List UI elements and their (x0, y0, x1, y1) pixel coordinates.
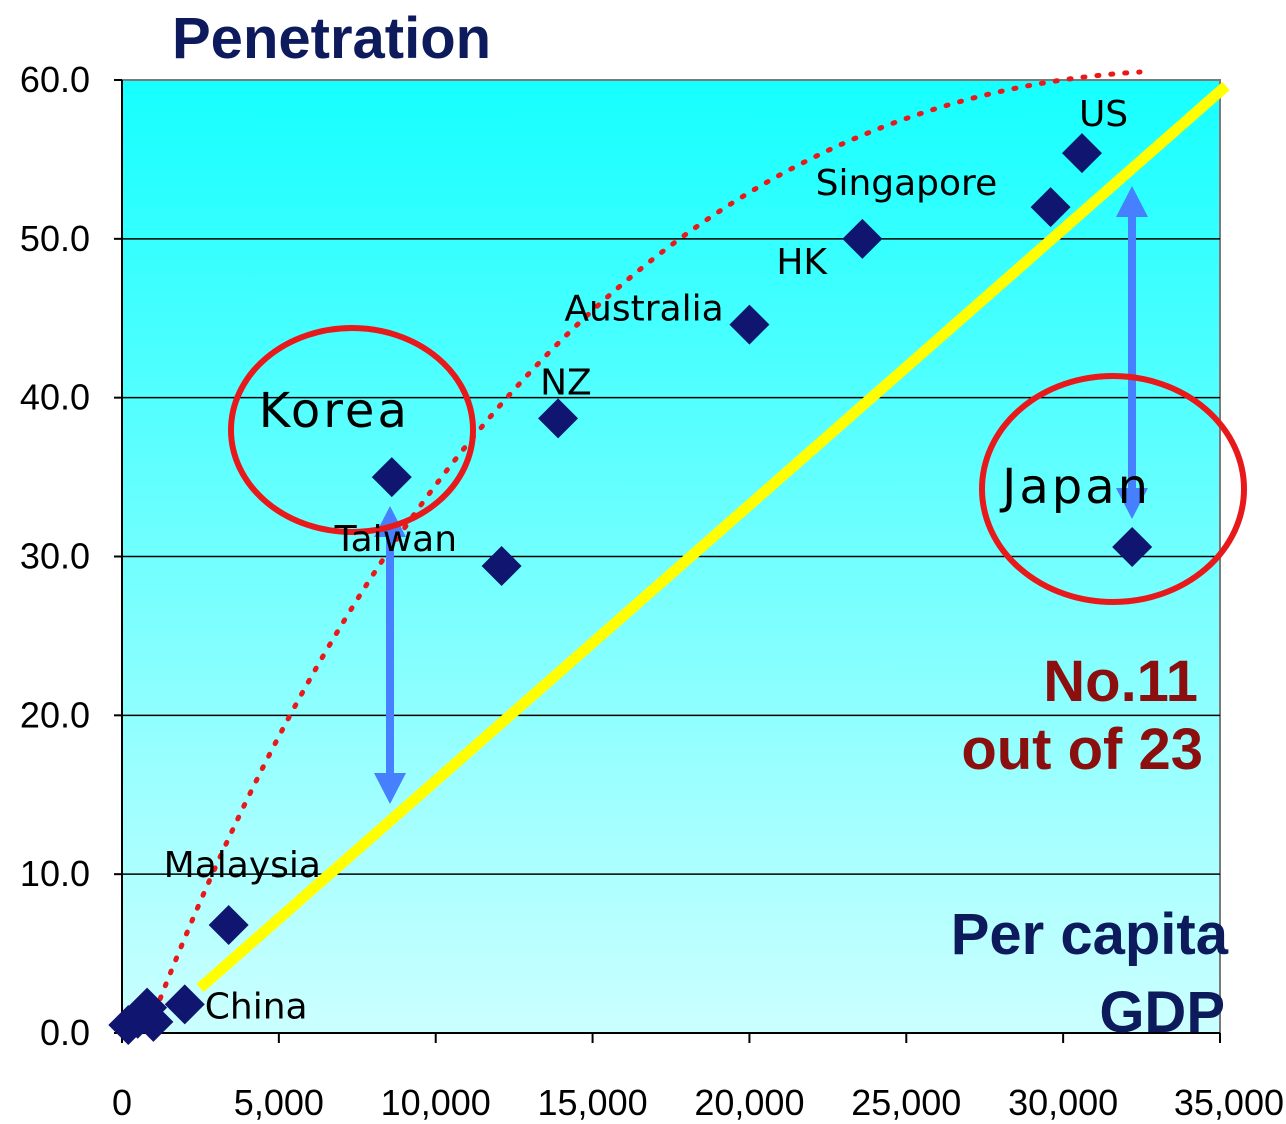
x-tick-label: 15,000 (538, 1082, 648, 1123)
korea-gap-arrow-head-down (374, 773, 406, 804)
point-label-malaysia: Malaysia (164, 845, 321, 886)
point-marker-us (1061, 133, 1102, 174)
point-marker-malaysia (208, 904, 249, 945)
x-tick-label: 10,000 (381, 1082, 491, 1123)
x-tick-label: 35,000 (1174, 1082, 1284, 1123)
japan-gap-arrow-head-down (1116, 488, 1148, 519)
y-tick-label: 60.0 (20, 59, 90, 100)
x-tick-label: 0 (112, 1082, 132, 1123)
x-tick-label: 25,000 (851, 1082, 961, 1123)
japan-highlight-circle (979, 373, 1247, 605)
japan-gap-arrow-head-up (1116, 186, 1148, 217)
point-label-taiwan: Taiwan (334, 519, 457, 560)
grid-lines (114, 79, 1221, 1043)
chart-title: Penetration (172, 6, 491, 71)
point-label-hk: HK (776, 242, 828, 283)
point-marker-australia (729, 304, 770, 345)
x-tick-labels: 0 5,000 10,000 15,000 20,000 25,000 30,000 35,0… (112, 1082, 1284, 1123)
point-marker-korea (371, 457, 412, 498)
rank-annotation-line-2: out of 23 (961, 717, 1203, 782)
trend-curve (147, 69, 1143, 1028)
data-points (108, 133, 1153, 1046)
y-tick-label: 0.0 (40, 1012, 90, 1053)
point-label-nz: NZ (540, 362, 592, 403)
point-label-korea: Korea (259, 383, 410, 439)
rank-annotation-line-1: No.11 (1043, 649, 1198, 714)
point-marker-singapore (1030, 187, 1071, 228)
point-label-japan: Japan (999, 459, 1151, 515)
linear-trend-line (196, 81, 1230, 993)
point-label-singapore: Singapore (816, 163, 998, 204)
point-marker-china (164, 984, 205, 1025)
x-tick-label: 30,000 (1008, 1082, 1118, 1123)
y-tick-label: 50.0 (20, 218, 90, 259)
point-marker-japan (1112, 526, 1153, 567)
y-tick-label: 10.0 (20, 853, 90, 894)
y-tick-label: 40.0 (20, 377, 90, 418)
x-axis-label-line-1: Per capita (951, 902, 1229, 967)
point-marker-hk (842, 218, 883, 259)
y-tick-labels: 0.0 10.0 20.0 30.0 40.0 50.0 60.0 (20, 59, 90, 1053)
x-tick-label: 5,000 (234, 1082, 324, 1123)
gap-arrows (374, 186, 1148, 804)
point-marker-taiwan (481, 546, 522, 587)
y-tick-label: 30.0 (20, 536, 90, 577)
point-marker-unlabeled (133, 1001, 174, 1042)
korea-highlight-circle (228, 325, 476, 535)
point-label-australia: Australia (564, 289, 723, 330)
point-label-us: US (1079, 94, 1128, 135)
x-tick-label: 20,000 (694, 1082, 804, 1123)
y-tick-label: 20.0 (20, 694, 90, 735)
point-label-china: China (205, 986, 308, 1027)
x-axis-label-line-2: GDP (1099, 980, 1225, 1045)
point-marker-nz (538, 398, 579, 439)
